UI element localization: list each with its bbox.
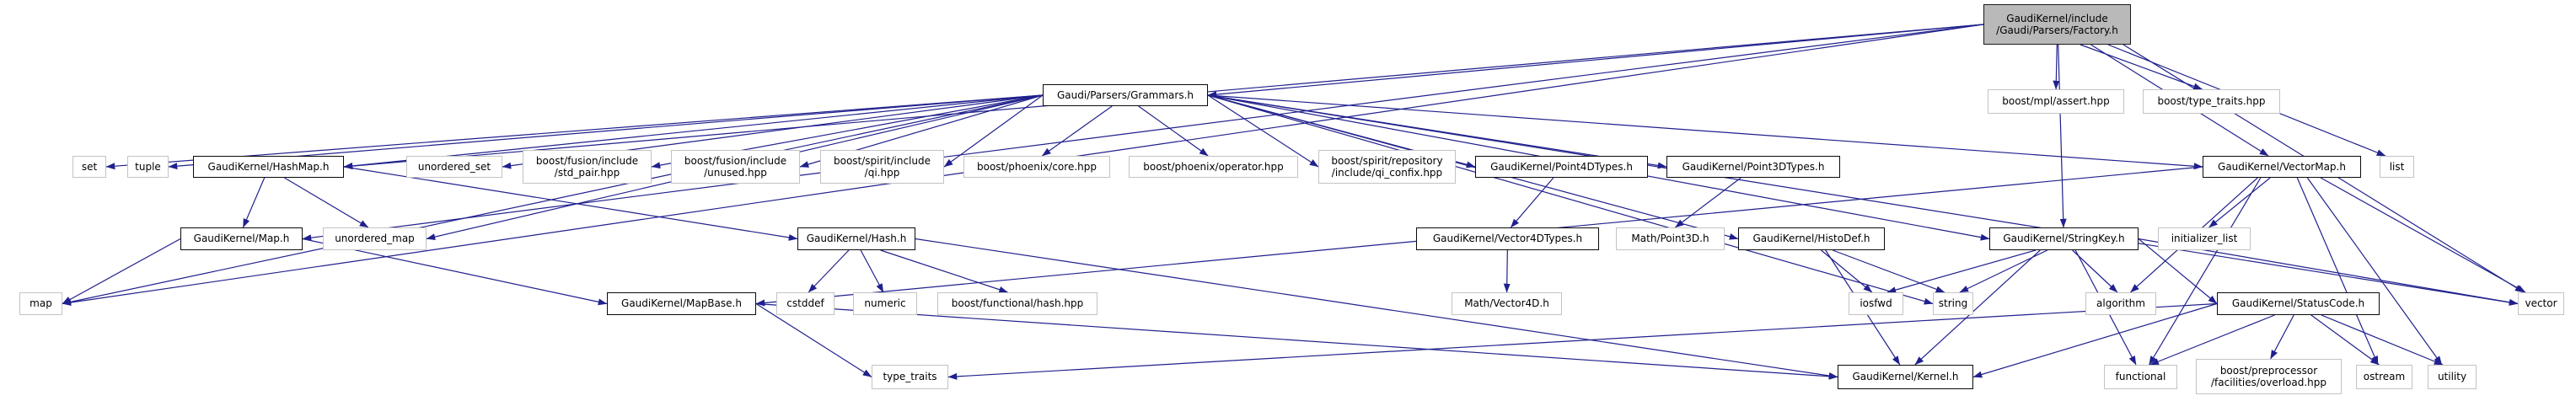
edge-hash_h-cstddef: [808, 249, 850, 293]
edge-grammars-qi: [943, 94, 1044, 168]
edge-hash_h-numeric: [860, 249, 884, 293]
edge-point3d-math_point3d: [1675, 177, 1741, 228]
edge-hashmap-hash_h: [343, 166, 798, 241]
edge-grammars-tuple: [168, 94, 1044, 170]
node-vector: vector: [2518, 292, 2564, 315]
edge-hashmap-map_h: [242, 177, 266, 228]
edge-mapbase-type_traits: [755, 302, 872, 378]
edge-grammars-histodef: [1207, 94, 1739, 240]
node-statuscode[interactable]: GaudiKernel/StatusCode.h: [2217, 292, 2380, 315]
edge-factory-map_h: [302, 24, 1984, 242]
edge-statuscode-functional: [2149, 314, 2275, 366]
edge-statuscode-kernel: [1972, 302, 2218, 378]
node-cstddef: cstddef: [776, 292, 835, 315]
node-math_vector4d: Math/Vector4D.h: [1452, 292, 1562, 315]
node-ostream: ostream: [2356, 365, 2412, 389]
node-boost_type_traits: boost/type_traits.hpp: [2143, 89, 2280, 114]
edge-mapbase-kernel: [755, 302, 1838, 380]
edge-grammars-vectormap: [1207, 94, 2203, 170]
node-map: map: [19, 292, 62, 315]
node-unordered_map: unordered_map: [323, 227, 427, 250]
node-kernel[interactable]: GaudiKernel/Kernel.h: [1838, 365, 1973, 389]
node-qi: boost/spirit/include /qi.hpp: [820, 150, 944, 184]
edge-hash_h-func_hash: [880, 249, 1008, 293]
node-factory: GaudiKernel/include /Gaudi/Parsers/Facto…: [1983, 4, 2131, 45]
node-utility: utility: [2428, 365, 2477, 389]
node-initializer_list: initializer_list: [2158, 227, 2251, 250]
node-func_hash: boost/functional/hash.hpp: [937, 292, 1097, 315]
edge-factory-mpl_assert: [2053, 44, 2060, 90]
edge-vectormap-vector: [2320, 177, 2526, 293]
node-unordered_set: unordered_set: [406, 156, 502, 178]
node-std_pair: boost/fusion/include /std_pair.hpp: [523, 150, 652, 184]
edge-map_h-map: [62, 238, 181, 305]
edge-grammars-qi_confix: [1207, 94, 1319, 168]
node-iosfwd: iosfwd: [1849, 292, 1903, 315]
node-set: set: [72, 156, 106, 178]
node-vector4d_types[interactable]: GaudiKernel/Vector4DTypes.h: [1416, 227, 1599, 250]
edge-vectormap-functional: [2149, 177, 2262, 366]
node-overload: boost/preprocessor /facilities/overload.…: [2196, 359, 2342, 394]
node-mpl_assert: boost/mpl/assert.hpp: [1988, 89, 2124, 114]
node-phoenix_core: boost/phoenix/core.hpp: [963, 156, 1110, 178]
edge-grammars-phoenix_operator: [1138, 105, 1209, 157]
node-list: list: [2380, 156, 2414, 178]
node-point3d[interactable]: GaudiKernel/Point3DTypes.h: [1666, 156, 1840, 178]
edge-factory-grammars: [1207, 24, 1984, 99]
node-histodef[interactable]: GaudiKernel/HistoDef.h: [1738, 227, 1885, 250]
node-map_h[interactable]: GaudiKernel/Map.h: [180, 227, 303, 250]
node-vectormap[interactable]: GaudiKernel/VectorMap.h: [2203, 156, 2361, 178]
edge-vectormap-ostream: [2296, 177, 2379, 366]
edge-grammars-hashmap: [343, 94, 1044, 169]
node-algorithm: algorithm: [2085, 292, 2156, 315]
edge-factory-boost_type_traits: [2080, 44, 2203, 90]
edge-histodef-string: [1832, 249, 1945, 293]
node-tuple: tuple: [127, 156, 169, 178]
node-stringkey[interactable]: GaudiKernel/StringKey.h: [1989, 227, 2139, 250]
node-type_traits: type_traits: [872, 365, 948, 389]
edge-stringkey-algorithm: [2072, 249, 2118, 293]
edge-histodef-iosfwd: [1821, 249, 1873, 293]
node-phoenix_operator: boost/phoenix/operator.hpp: [1129, 156, 1298, 178]
node-hashmap[interactable]: GaudiKernel/HashMap.h: [193, 156, 344, 178]
edge-grammars-phoenix_core: [1041, 105, 1113, 157]
node-qi_confix: boost/spirit/repository /include/qi_conf…: [1318, 150, 1456, 184]
edge-vectormap-initializer_list: [2208, 177, 2271, 228]
node-numeric: numeric: [853, 292, 917, 315]
node-math_point3d: Math/Point3D.h: [1616, 227, 1725, 250]
edge-factory-stringkey: [2058, 44, 2067, 228]
node-unused: boost/fusion/include /unused.hpp: [671, 150, 800, 184]
node-hash_h[interactable]: GaudiKernel/Hash.h: [797, 227, 915, 250]
node-string: string: [1933, 292, 1973, 315]
edge-statuscode-ostream: [2310, 314, 2380, 366]
edge-statuscode-type_traits: [947, 302, 2218, 380]
edge-point4d-vector4d_types: [1510, 177, 1554, 228]
edge-grammars-set: [105, 94, 1044, 170]
edge-stringkey-kernel: [1914, 249, 2041, 366]
edge-statuscode-overload: [2270, 314, 2294, 360]
node-mapbase[interactable]: GaudiKernel/MapBase.h: [607, 292, 756, 315]
edge-vector4d_types-math_vector4d: [1503, 249, 1511, 293]
edge-hash_h-kernel: [915, 238, 1838, 379]
edge-hashmap-unordered_map: [284, 177, 369, 228]
node-grammars[interactable]: Gaudi/Parsers/Grammars.h: [1043, 84, 1208, 106]
edge-stringkey-statuscode: [2138, 238, 2218, 304]
edge-grammars-string: [1207, 94, 1934, 305]
edge-stringkey-iosfwd: [1886, 249, 2037, 294]
edge-statuscode-utility: [2321, 314, 2444, 366]
node-functional: functional: [2104, 365, 2177, 389]
edge-vectormap-utility: [2306, 177, 2443, 366]
edge-stringkey-string: [1959, 249, 2048, 293]
node-point4d[interactable]: GaudiKernel/Point4DTypes.h: [1475, 156, 1648, 178]
